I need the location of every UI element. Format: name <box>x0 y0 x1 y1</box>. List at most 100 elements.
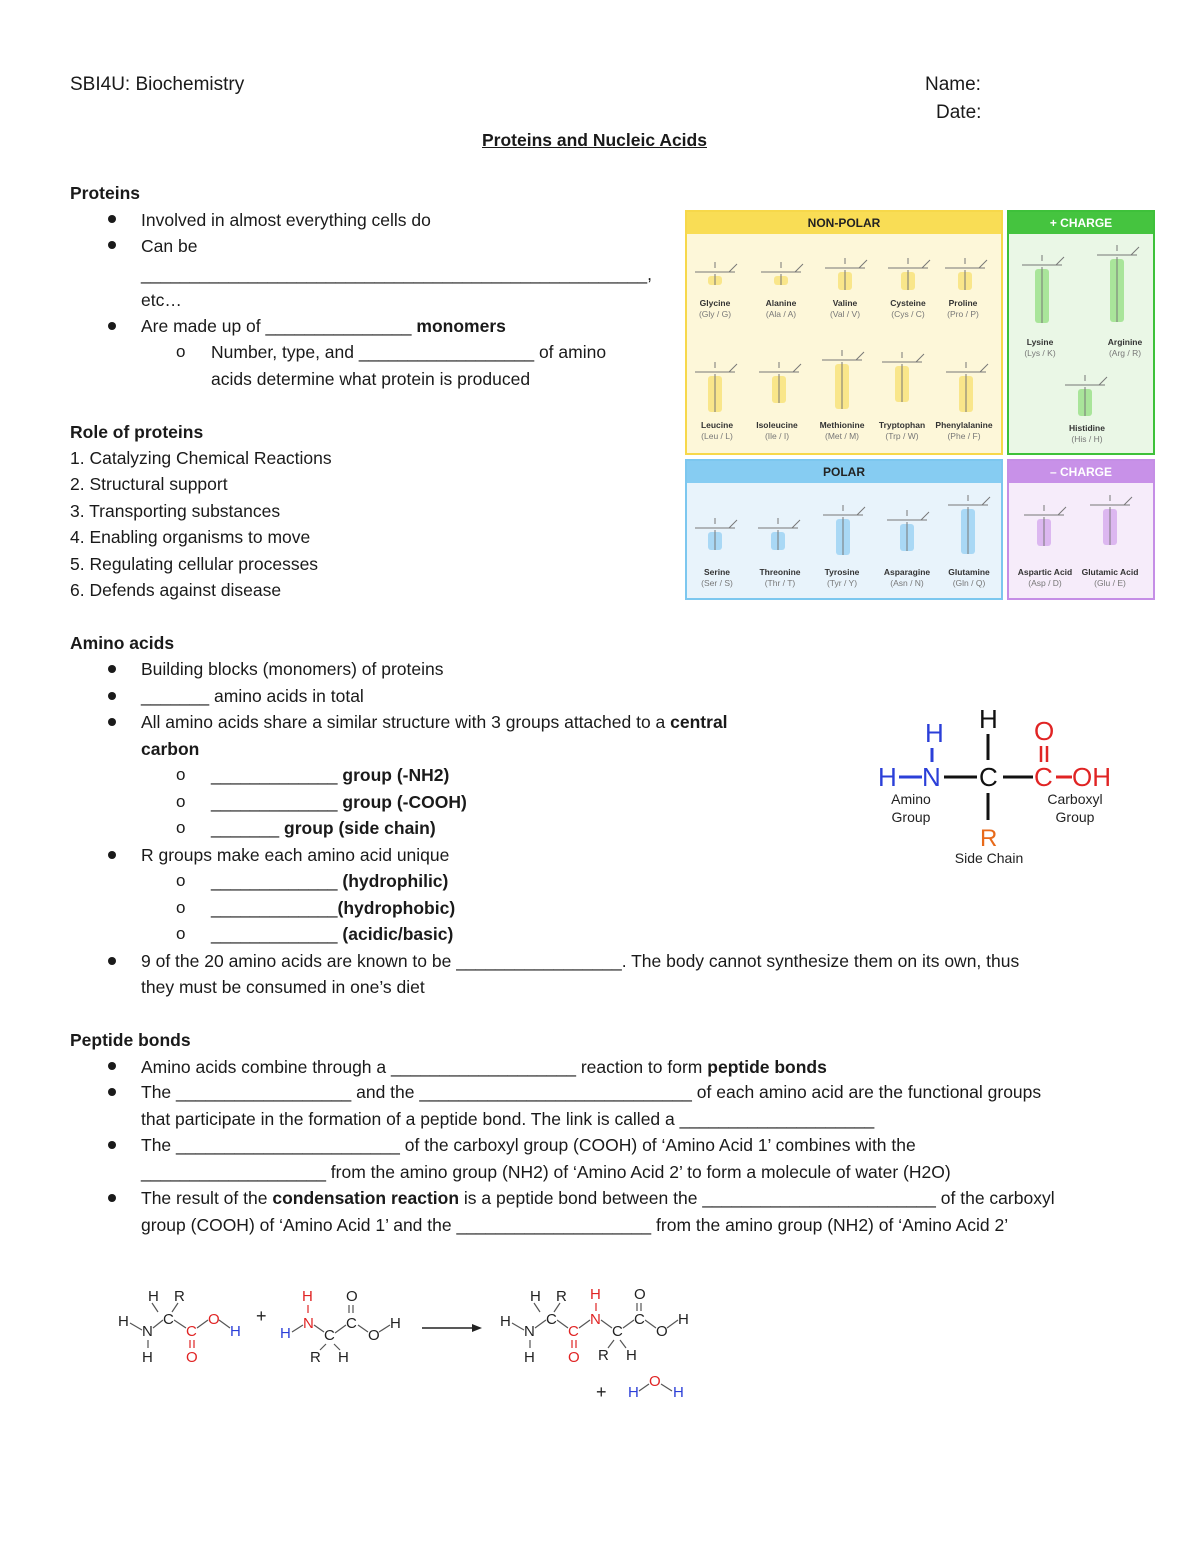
aa-abbr: (Pro / P) <box>947 309 979 319</box>
peptide-b2-line2-blank: ____________________ <box>679 1109 875 1129</box>
peptide-b4-line2: group (COOH) of ‘Amino Acid 1’ and the _… <box>141 1214 1008 1236</box>
peptide-b3-line2-blank: ___________________ <box>141 1162 326 1182</box>
dp-c1: C <box>546 1311 557 1328</box>
amino-r3-post: (acidic/basic) <box>342 924 454 944</box>
aa-carbonyl-line <box>978 259 988 269</box>
aa2-o-top: O <box>346 1288 358 1305</box>
bond-line <box>291 1324 391 1351</box>
aa-name: Tyrosine <box>824 567 860 577</box>
peptide-b4-bold: condensation reaction <box>272 1188 460 1208</box>
dp-n2: N <box>590 1311 601 1328</box>
role-item: 5. Regulating cellular processes <box>70 554 319 574</box>
dp-h-red: H <box>590 1286 601 1303</box>
peptide-b2: The __________________ and the _________… <box>141 1081 1041 1103</box>
aa-carbonyl-line <box>979 363 989 373</box>
aa-carbonyl-line <box>921 259 931 269</box>
nonpolar-title: NON-POLAR <box>687 212 1001 234</box>
dp-h-right: H <box>678 1311 689 1328</box>
proteins-b3-sub-blank: __________________ <box>358 342 535 362</box>
aa-glycine: Glycine(Gly / G) <box>684 298 746 320</box>
peptide-b1: Amino acids combine through a __________… <box>141 1056 827 1078</box>
aa-carbonyl-line <box>858 259 868 269</box>
amino-b4: R groups make each amino acid unique <box>141 845 450 865</box>
polar-title: POLAR <box>687 461 1001 483</box>
peptide-b3-line2-post: from the amino group (NH2) of ‘Amino Aci… <box>330 1162 951 1182</box>
proteins-b3-sub-line2: acids determine what protein is produced <box>211 369 531 389</box>
aa-tryptophan: Tryptophan(Trp / W) <box>871 420 933 442</box>
peptide-b4-line2-pre: group (COOH) of ‘Amino Acid 1’ and the <box>141 1215 452 1235</box>
aa-carbonyl-line <box>1057 506 1067 516</box>
aa-name: Proline <box>948 298 978 308</box>
peptide-b4-mid: is a peptide bond between the <box>463 1188 698 1208</box>
aa-abbr: (Gly / G) <box>698 309 732 319</box>
role-item: 3. Transporting substances <box>70 501 281 521</box>
aa-name: Leucine <box>700 420 734 430</box>
dp-h-bottom2: H <box>626 1347 637 1364</box>
struct-n: N <box>922 762 941 792</box>
amino-b5-blank: _________________ <box>456 951 622 971</box>
amino-r2-post: (hydrophobic) <box>337 898 456 918</box>
aa-abbr: (Asn / N) <box>890 578 924 588</box>
bullet-icon <box>108 957 116 965</box>
aa-tyrosine: Tyrosine(Tyr / Y) <box>811 567 873 589</box>
aa-threonine: Threonine(Thr / T) <box>749 567 811 589</box>
peptide-b1-post: reaction to form <box>580 1057 703 1077</box>
arrow-head-icon <box>472 1324 482 1332</box>
peptide-b4: The result of the condensation reaction … <box>141 1187 1055 1209</box>
peptide-b2-mid: and the <box>356 1082 415 1102</box>
aa-carbonyl-line <box>792 363 802 373</box>
peptide-b1-blank: ___________________ <box>391 1057 576 1077</box>
aa-carbonyl-line <box>855 351 865 361</box>
bullet-icon <box>108 322 116 330</box>
aa-abbr: (Phe / F) <box>947 431 981 441</box>
amino-g2: _____________ group (-COOH) <box>211 791 467 813</box>
proteins-b3-blank: _______________ <box>265 316 412 336</box>
peptide-heading: Peptide bonds <box>70 1030 191 1050</box>
bond-line <box>129 1302 231 1348</box>
struct-h-left: H <box>878 762 897 792</box>
proteins-b3-sub: Number, type, and __________________ of … <box>211 341 606 363</box>
struct-h-top: H <box>979 704 998 734</box>
proteins-b3-pre: Are made up of <box>141 316 261 336</box>
aa-carbonyl-line <box>856 506 866 516</box>
dp-h: H <box>530 1288 541 1305</box>
aa-abbr: (Glu / E) <box>1094 578 1126 588</box>
amino-g3-blank: _______ <box>211 818 280 838</box>
dp-o: O <box>656 1323 668 1340</box>
aa-name: Histidine <box>1069 423 1105 433</box>
peptide-b2-blank2: ____________________________ <box>419 1082 692 1102</box>
peptide-b2-blank1: __________________ <box>176 1082 352 1102</box>
aa1-h: H <box>148 1288 159 1305</box>
aa-name: Methionine <box>819 420 865 430</box>
aa-carbonyl-line <box>794 263 804 273</box>
sub-bullet-icon: o <box>176 765 186 784</box>
bullet-icon <box>108 665 116 673</box>
dp-h-left: H <box>500 1313 511 1330</box>
amino-r1: _____________ (hydrophilic) <box>211 870 448 892</box>
aa2-n: N <box>303 1315 314 1332</box>
aa-abbr: (Tyr / Y) <box>826 578 858 588</box>
aa-abbr: (Ile / I) <box>764 431 790 441</box>
dp-r: R <box>556 1288 567 1305</box>
sub-bullet-icon: o <box>176 792 186 811</box>
role-item: 4. Enabling organisms to move <box>70 527 311 547</box>
page-title: Proteins and Nucleic Acids <box>482 130 707 150</box>
aa-carbonyl-line <box>728 363 738 373</box>
aa-name: Lysine <box>1026 337 1054 347</box>
amino-g2-post: group (-COOH) <box>342 792 467 812</box>
aa-histidine: Histidine(His / H) <box>1056 423 1118 445</box>
role-item: 2. Structural support <box>70 474 228 494</box>
amino-b2: _______ amino acids in total <box>141 685 364 707</box>
sub-bullet-icon: o <box>176 924 186 943</box>
label-amino: Amino <box>891 791 931 807</box>
peptide-b4-blank: ________________________ <box>702 1188 936 1208</box>
amino-b3-line2: carbon <box>141 739 200 759</box>
aa2-o: O <box>368 1327 380 1344</box>
bond-line <box>636 1303 642 1311</box>
neg-charge-title: – CHARGE <box>1009 461 1153 483</box>
peptide-b3-post: of the carboxyl group (COOH) of ‘Amino A… <box>404 1135 916 1155</box>
aa-name: Cysteine <box>890 298 926 308</box>
aa-abbr: (Thr / T) <box>764 578 796 588</box>
water-h2: H <box>673 1384 684 1401</box>
aa-name: Isoleucine <box>756 420 798 430</box>
